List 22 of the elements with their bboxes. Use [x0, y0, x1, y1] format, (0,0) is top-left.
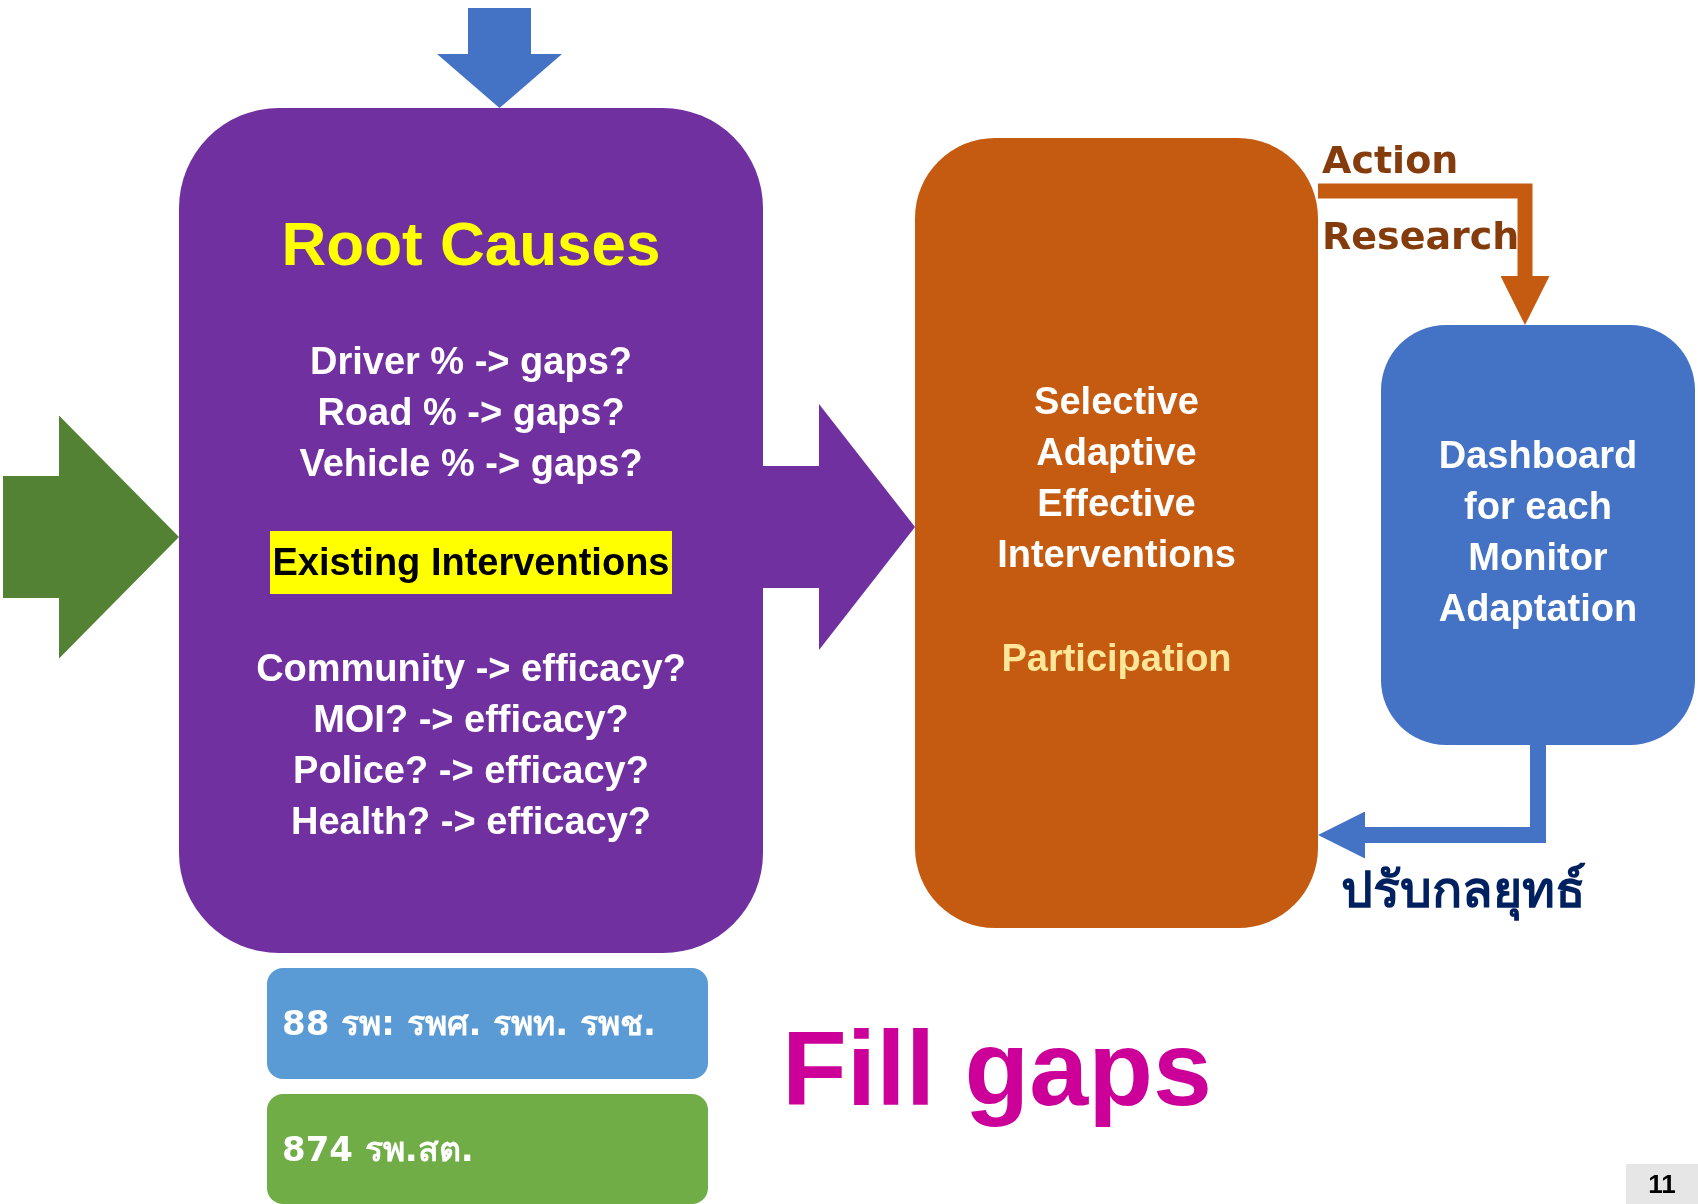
process-box: [915, 138, 1318, 928]
arrow: [1318, 183, 1550, 325]
body-text: 88 รพ: รพศ. รพท. รพช.: [282, 1002, 656, 1045]
edge-label: ปรับกลยุทธ์: [1341, 860, 1586, 922]
arrow: [437, 8, 562, 108]
heading-text: Fill gaps: [782, 1008, 1212, 1129]
body-text: Dashboard for each Monitor Adaptation: [1437, 433, 1639, 631]
process-box: [179, 108, 763, 953]
process-box: [1381, 325, 1695, 745]
edge-label: Action Research: [1322, 137, 1521, 260]
question-list: Community -> efficacy? MOI? -> efficacy? Police? -> efficacy? Health? -> efficacy?: [248, 643, 694, 847]
heading: Root Causes: [280, 208, 662, 280]
info-box: [267, 1094, 708, 1204]
question-list: Driver % -> gaps? Road % -> gaps? Vehicle % -> gaps?: [271, 336, 671, 489]
highlighted-heading: Existing Interventions: [269, 531, 673, 594]
arrow: [1318, 745, 1546, 859]
body-text: Participation: [1000, 636, 1233, 681]
body-text: 874 รพ.สต.: [282, 1128, 474, 1171]
info-box: [267, 968, 708, 1079]
page-number: 11: [1626, 1164, 1698, 1204]
intervention-list: Selective Adaptive Effective Interventions: [966, 376, 1267, 580]
block-arrow: [3, 415, 179, 659]
